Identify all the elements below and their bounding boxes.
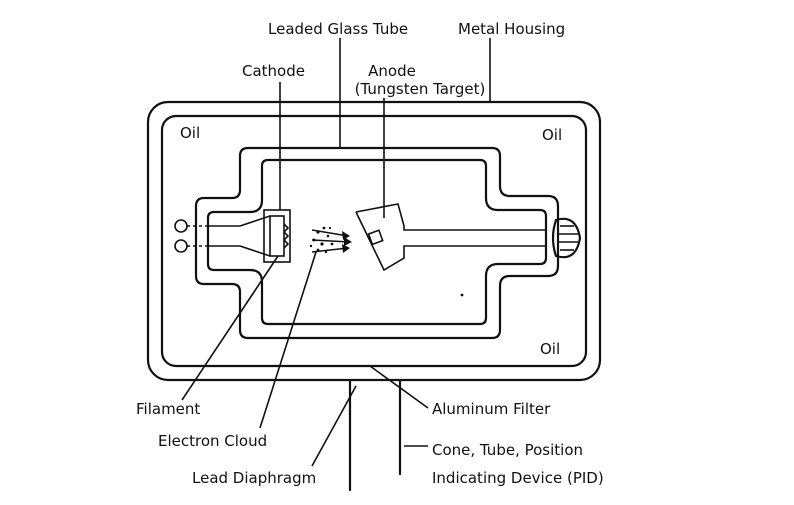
leaded-glass-tube xyxy=(194,146,560,340)
label-filament: Filament xyxy=(136,400,200,418)
label-aluminum-filter: Aluminum Filter xyxy=(432,400,551,418)
metal-housing xyxy=(146,100,602,382)
label-pid-line2: Indicating Device (PID) xyxy=(432,469,604,487)
cathode-assembly xyxy=(208,209,291,263)
anode-rotor xyxy=(551,217,582,259)
label-oil-bottom-right: Oil xyxy=(540,340,560,358)
label-pid-line1: Cone, Tube, Position xyxy=(432,441,583,459)
electron-beam-arrows xyxy=(311,229,352,253)
label-anode-target: (Tungsten Target) xyxy=(355,80,486,98)
label-lead-diaphragm: Lead Diaphragm xyxy=(192,469,316,487)
label-cathode: Cathode xyxy=(242,62,305,80)
exit-port xyxy=(348,378,402,492)
label-oil-top-left: Oil xyxy=(180,124,200,142)
label-metal-housing: Metal Housing xyxy=(458,20,565,38)
label-electron-cloud: Electron Cloud xyxy=(158,432,267,450)
label-oil-top-right: Oil xyxy=(542,126,562,144)
leader-lines xyxy=(181,38,491,467)
label-leaded-glass-tube: Leaded Glass Tube xyxy=(268,20,408,38)
terminals xyxy=(174,219,208,253)
label-anode: Anode xyxy=(368,62,416,80)
speck xyxy=(460,293,464,297)
